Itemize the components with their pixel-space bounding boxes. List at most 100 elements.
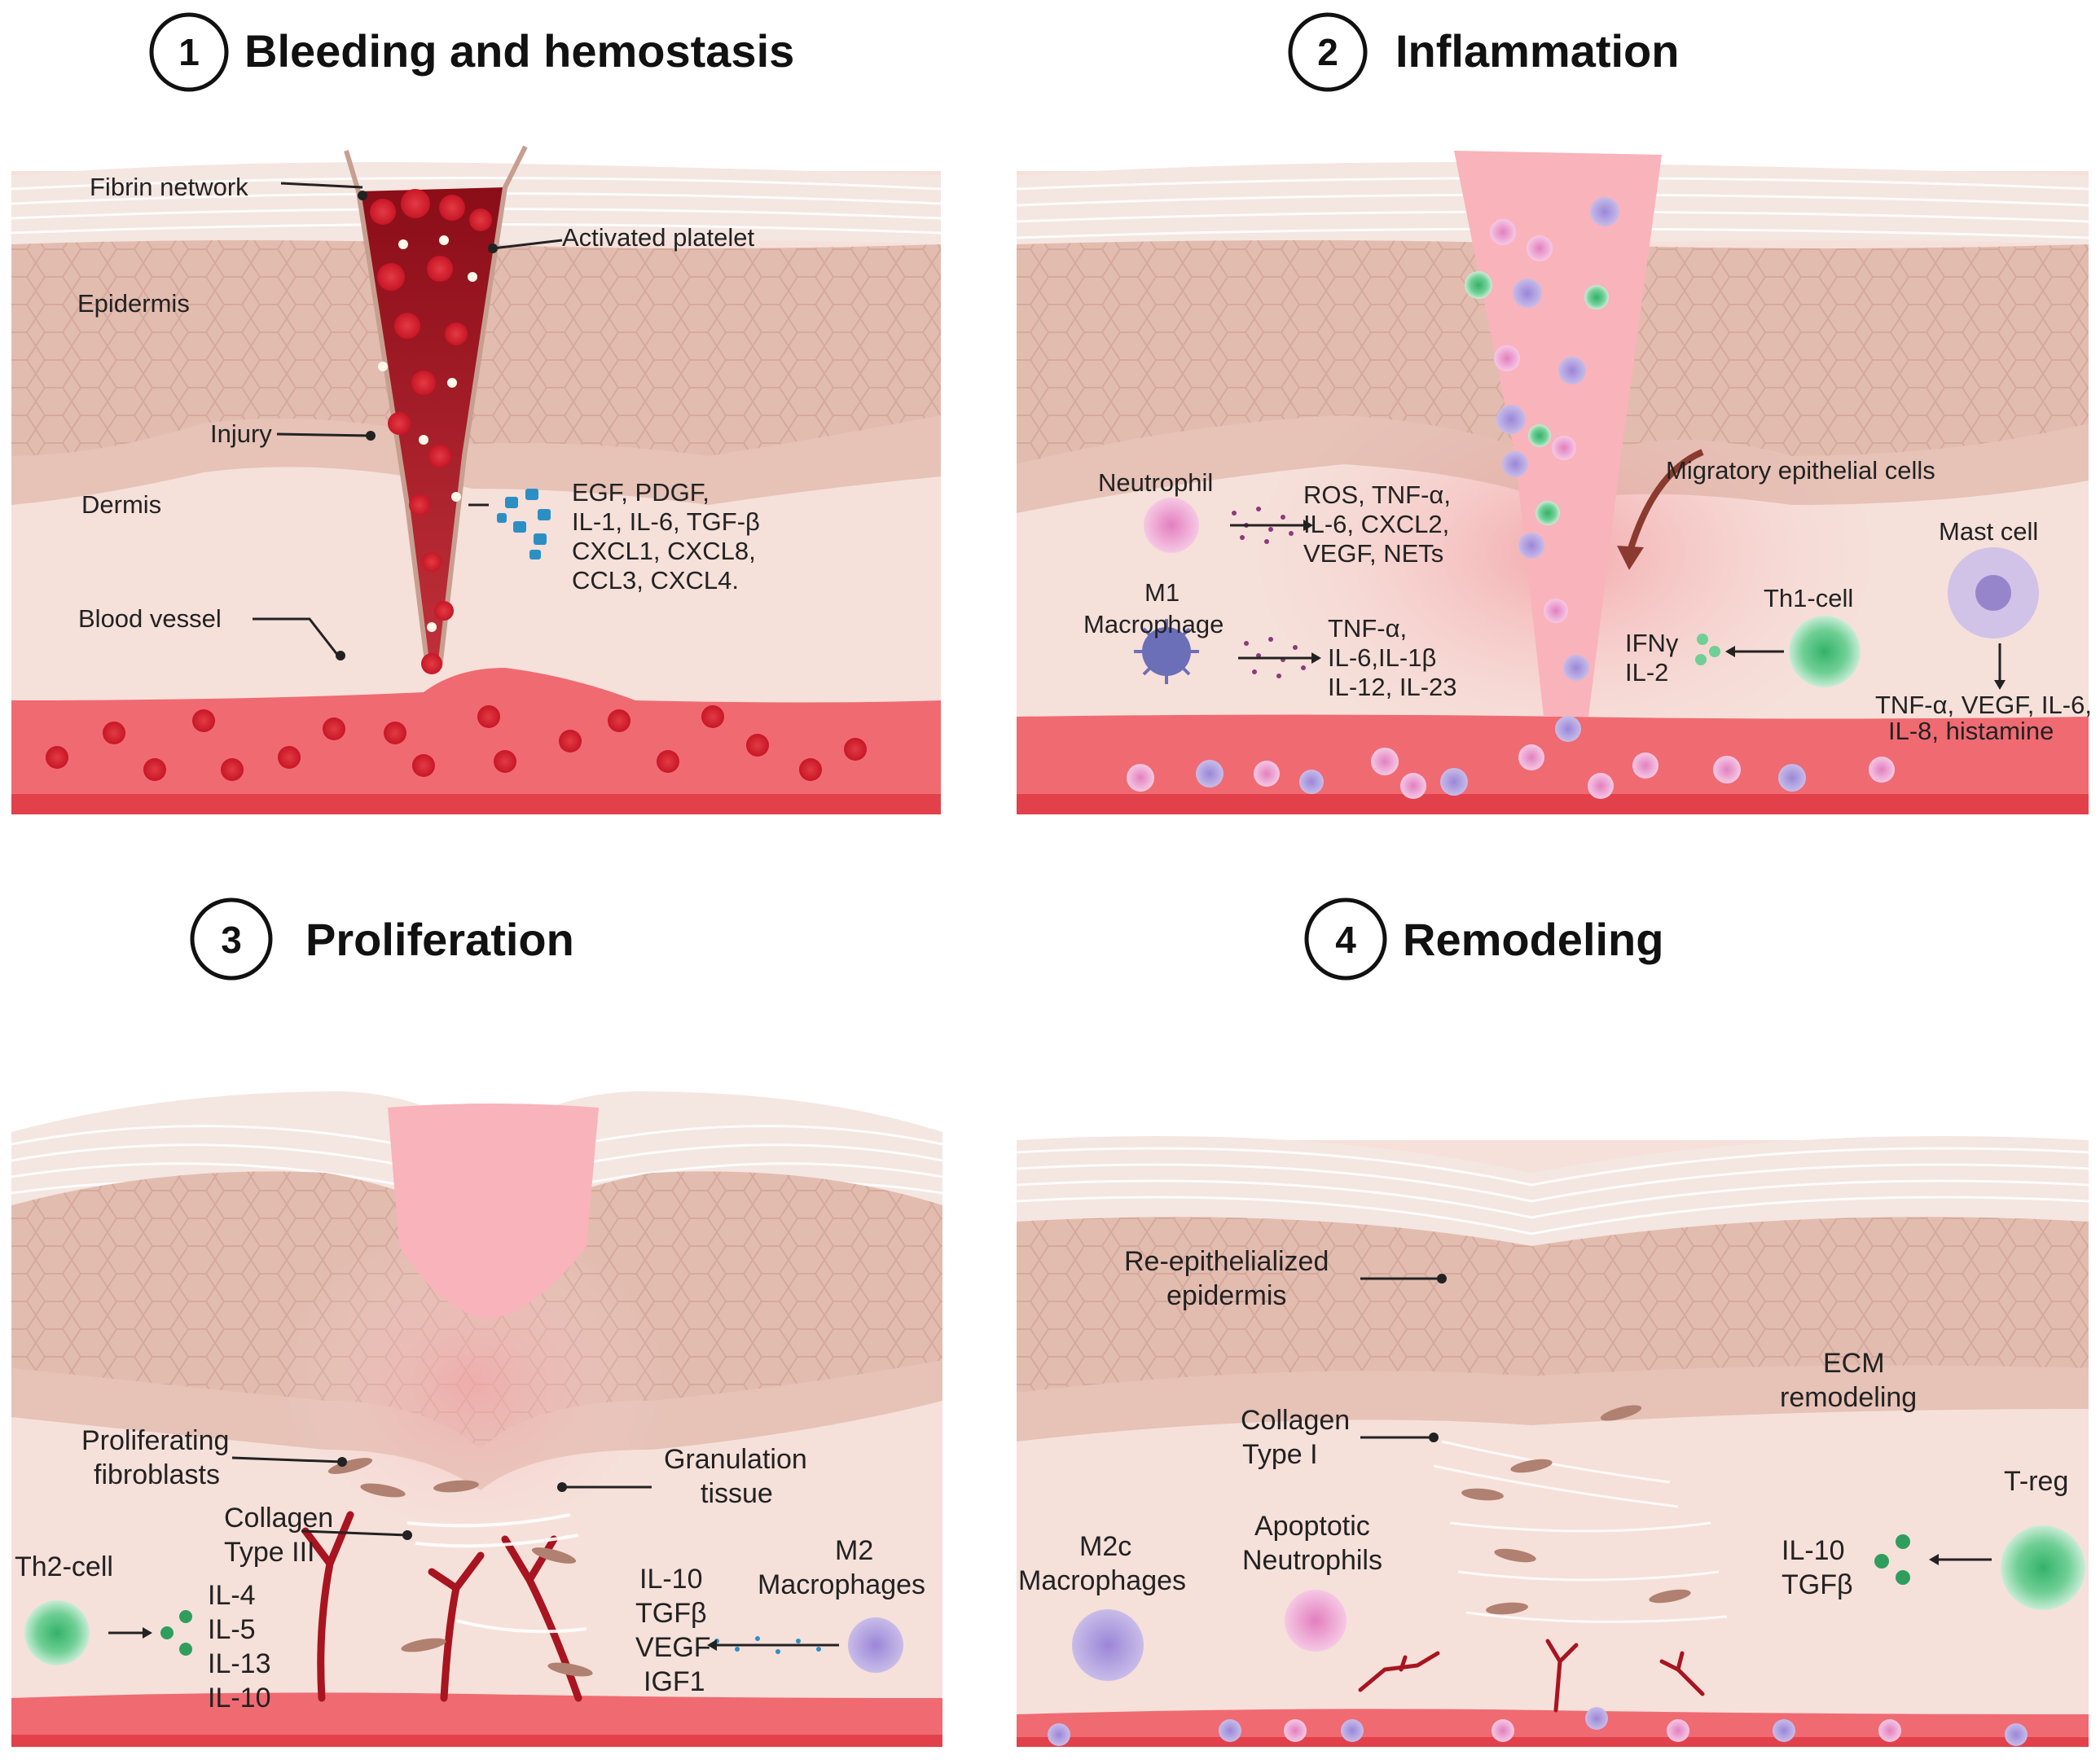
label-dermis: Dermis	[81, 490, 161, 519]
label-blood-vessel: Blood vessel	[78, 604, 222, 633]
label-epidermis-4: epidermis	[1166, 1280, 1286, 1311]
th1-cell-icon	[1789, 616, 1861, 687]
svg-text:IGF1: IGF1	[644, 1666, 705, 1697]
treg-cell-icon	[2001, 1525, 2085, 1610]
svg-text:4: 4	[1335, 919, 1356, 961]
red-blood-cells-vessel	[46, 705, 867, 781]
m2c-macrophage-icon	[1072, 1609, 1144, 1681]
svg-text:TGFβ: TGFβ	[1781, 1569, 1853, 1600]
m2-mediators: IL-10 TGFβ VEGF IGF1	[635, 1564, 711, 1697]
m1-mediators: TNF-α, IL-6,IL-1β IL-12, IL-23	[1328, 614, 1457, 701]
panel-4: 4 Remodeling	[1016, 897, 2089, 1747]
svg-text:IL-10: IL-10	[1781, 1535, 1845, 1566]
svg-text:TNF-α, VEGF, IL-6,: TNF-α, VEGF, IL-6,	[1875, 691, 2092, 719]
svg-text:1: 1	[178, 31, 200, 73]
svg-text:IL-6,IL-1β: IL-6,IL-1β	[1328, 643, 1436, 672]
svg-text:Inflammation: Inflammation	[1395, 25, 1679, 77]
svg-text:ROS, TNF-α,: ROS, TNF-α,	[1303, 480, 1451, 509]
panel-1-title: 1 Bleeding and hemostasis	[149, 12, 794, 92]
svg-text:CXCL1, CXCL8,: CXCL1, CXCL8,	[572, 537, 756, 565]
svg-text:Remodeling: Remodeling	[1403, 914, 1663, 965]
label-injury: Injury	[210, 419, 272, 448]
m2-macrophage-icon	[848, 1617, 903, 1673]
panel-2: 2 Inflammation	[1016, 12, 2092, 814]
svg-text:TNF-α,: TNF-α,	[1328, 614, 1407, 643]
label-remodeling: remodeling	[1780, 1382, 1917, 1413]
svg-text:IL-1, IL-6, TGF-β: IL-1, IL-6, TGF-β	[572, 507, 760, 536]
panel-1-mediators: EGF, PDGF, IL-1, IL-6, TGF-β CXCL1, CXCL…	[572, 478, 760, 595]
m1-macrophage-spikes	[1134, 619, 1199, 684]
label-fibroblasts: fibroblasts	[94, 1459, 220, 1490]
label-m2c: M2c	[1079, 1531, 1131, 1562]
svg-text:TGFβ: TGFβ	[635, 1598, 707, 1629]
label-collagen: Collagen	[224, 1503, 333, 1534]
neutrophil-mediators: ROS, TNF-α, IL-6, CXCL2, VEGF, NETs	[1303, 480, 1451, 568]
label-type-i: Type I	[1242, 1439, 1318, 1470]
svg-text:IL-6, CXCL2,: IL-6, CXCL2,	[1303, 510, 1449, 538]
label-proliferating: Proliferating	[81, 1425, 229, 1456]
panel-4-title: 4 Remodeling	[1304, 897, 1663, 981]
red-blood-cells-wound	[370, 189, 492, 674]
label-th1-cell: Th1-cell	[1764, 584, 1853, 612]
label-mast-cell: Mast cell	[1939, 517, 2038, 546]
panel-2-title: 2 Inflammation	[1288, 12, 1679, 92]
label-type-iii: Type III	[224, 1537, 315, 1568]
mast-mediators: TNF-α, VEGF, IL-6, IL-8, histamine	[1875, 691, 2092, 745]
neutrophil-icon	[1144, 498, 1199, 553]
m2-mediator-dots	[714, 1636, 821, 1654]
th2-cell-icon	[24, 1600, 90, 1665]
svg-text:Proliferation: Proliferation	[305, 914, 574, 965]
label-m2-macrophages: Macrophages	[758, 1569, 925, 1600]
collagen-iii-fibers	[406, 1513, 587, 1634]
immune-cells-wound	[1465, 197, 1619, 742]
panel-3-title: 3 Proliferation	[190, 897, 574, 981]
label-th2-cell: Th2-cell	[15, 1551, 113, 1582]
small-vessels	[1358, 1639, 1705, 1713]
label-ifn-gamma: IFNγ	[1625, 629, 1679, 657]
label-t-reg: T-reg	[2004, 1466, 2068, 1497]
svg-text:IL-12, IL-23: IL-12, IL-23	[1328, 673, 1457, 701]
svg-text:IL-8, histamine: IL-8, histamine	[1888, 717, 2054, 745]
svg-text:VEGF, NETs: VEGF, NETs	[1303, 539, 1443, 568]
svg-text:IL-5: IL-5	[208, 1614, 256, 1645]
fibroblasts	[327, 1458, 593, 1677]
label-neutrophils: Neutrophils	[1242, 1545, 1382, 1576]
svg-text:CCL3, CXCL4.: CCL3, CXCL4.	[572, 566, 739, 595]
label-migratory-epithelial-cells: Migratory epithelial cells	[1666, 456, 1935, 485]
label-collagen-4: Collagen	[1241, 1405, 1350, 1436]
svg-text:IL-10: IL-10	[208, 1683, 271, 1714]
cells-vessel-2	[1127, 744, 1895, 799]
label-tissue: tissue	[701, 1478, 773, 1509]
svg-text:2: 2	[1317, 31, 1338, 73]
label-m2: M2	[835, 1535, 873, 1566]
platelets-wound	[378, 235, 477, 632]
panel-1: 1 Bleeding and hemostasis	[11, 12, 942, 814]
th2-mediators: IL-4 IL-5 IL-13 IL-10	[208, 1580, 271, 1714]
svg-text:IL-13: IL-13	[208, 1648, 271, 1679]
svg-text:3: 3	[221, 919, 242, 961]
label-ecm: ECM	[1823, 1348, 1885, 1379]
fibroblasts-remodeling	[1461, 1405, 1691, 1615]
svg-text:IL-4: IL-4	[208, 1580, 256, 1611]
cells-vessel-4	[1048, 1707, 2028, 1746]
label-epidermis: Epidermis	[77, 289, 190, 318]
panel-3: 3 Proliferation	[11, 897, 943, 1747]
svg-text:IL-10: IL-10	[639, 1564, 703, 1595]
label-granulation: Granulation	[664, 1444, 807, 1475]
treg-mediators: IL-10 TGFβ	[1781, 1535, 1853, 1600]
label-re-epithelialized: Re-epithelialized	[1124, 1246, 1329, 1277]
svg-text:Bleeding and hemostasis: Bleeding and hemostasis	[244, 25, 794, 77]
svg-text:VEGF: VEGF	[635, 1632, 711, 1663]
label-m1-line1: M1	[1144, 578, 1180, 607]
wound-scab	[388, 1104, 599, 1319]
label-fibrin-network: Fibrin network	[90, 173, 248, 201]
svg-text:EGF, PDGF,: EGF, PDGF,	[572, 478, 710, 507]
label-m2c-macrophages: Macrophages	[1018, 1565, 1186, 1596]
label-il-2: IL-2	[1625, 658, 1668, 687]
new-blood-vessels	[301, 1511, 582, 1702]
apoptotic-neutrophil-icon	[1285, 1590, 1347, 1652]
label-neutrophil: Neutrophil	[1098, 468, 1213, 497]
label-activated-platelet: Activated platelet	[562, 223, 754, 252]
growth-factor-cluster	[497, 489, 551, 559]
